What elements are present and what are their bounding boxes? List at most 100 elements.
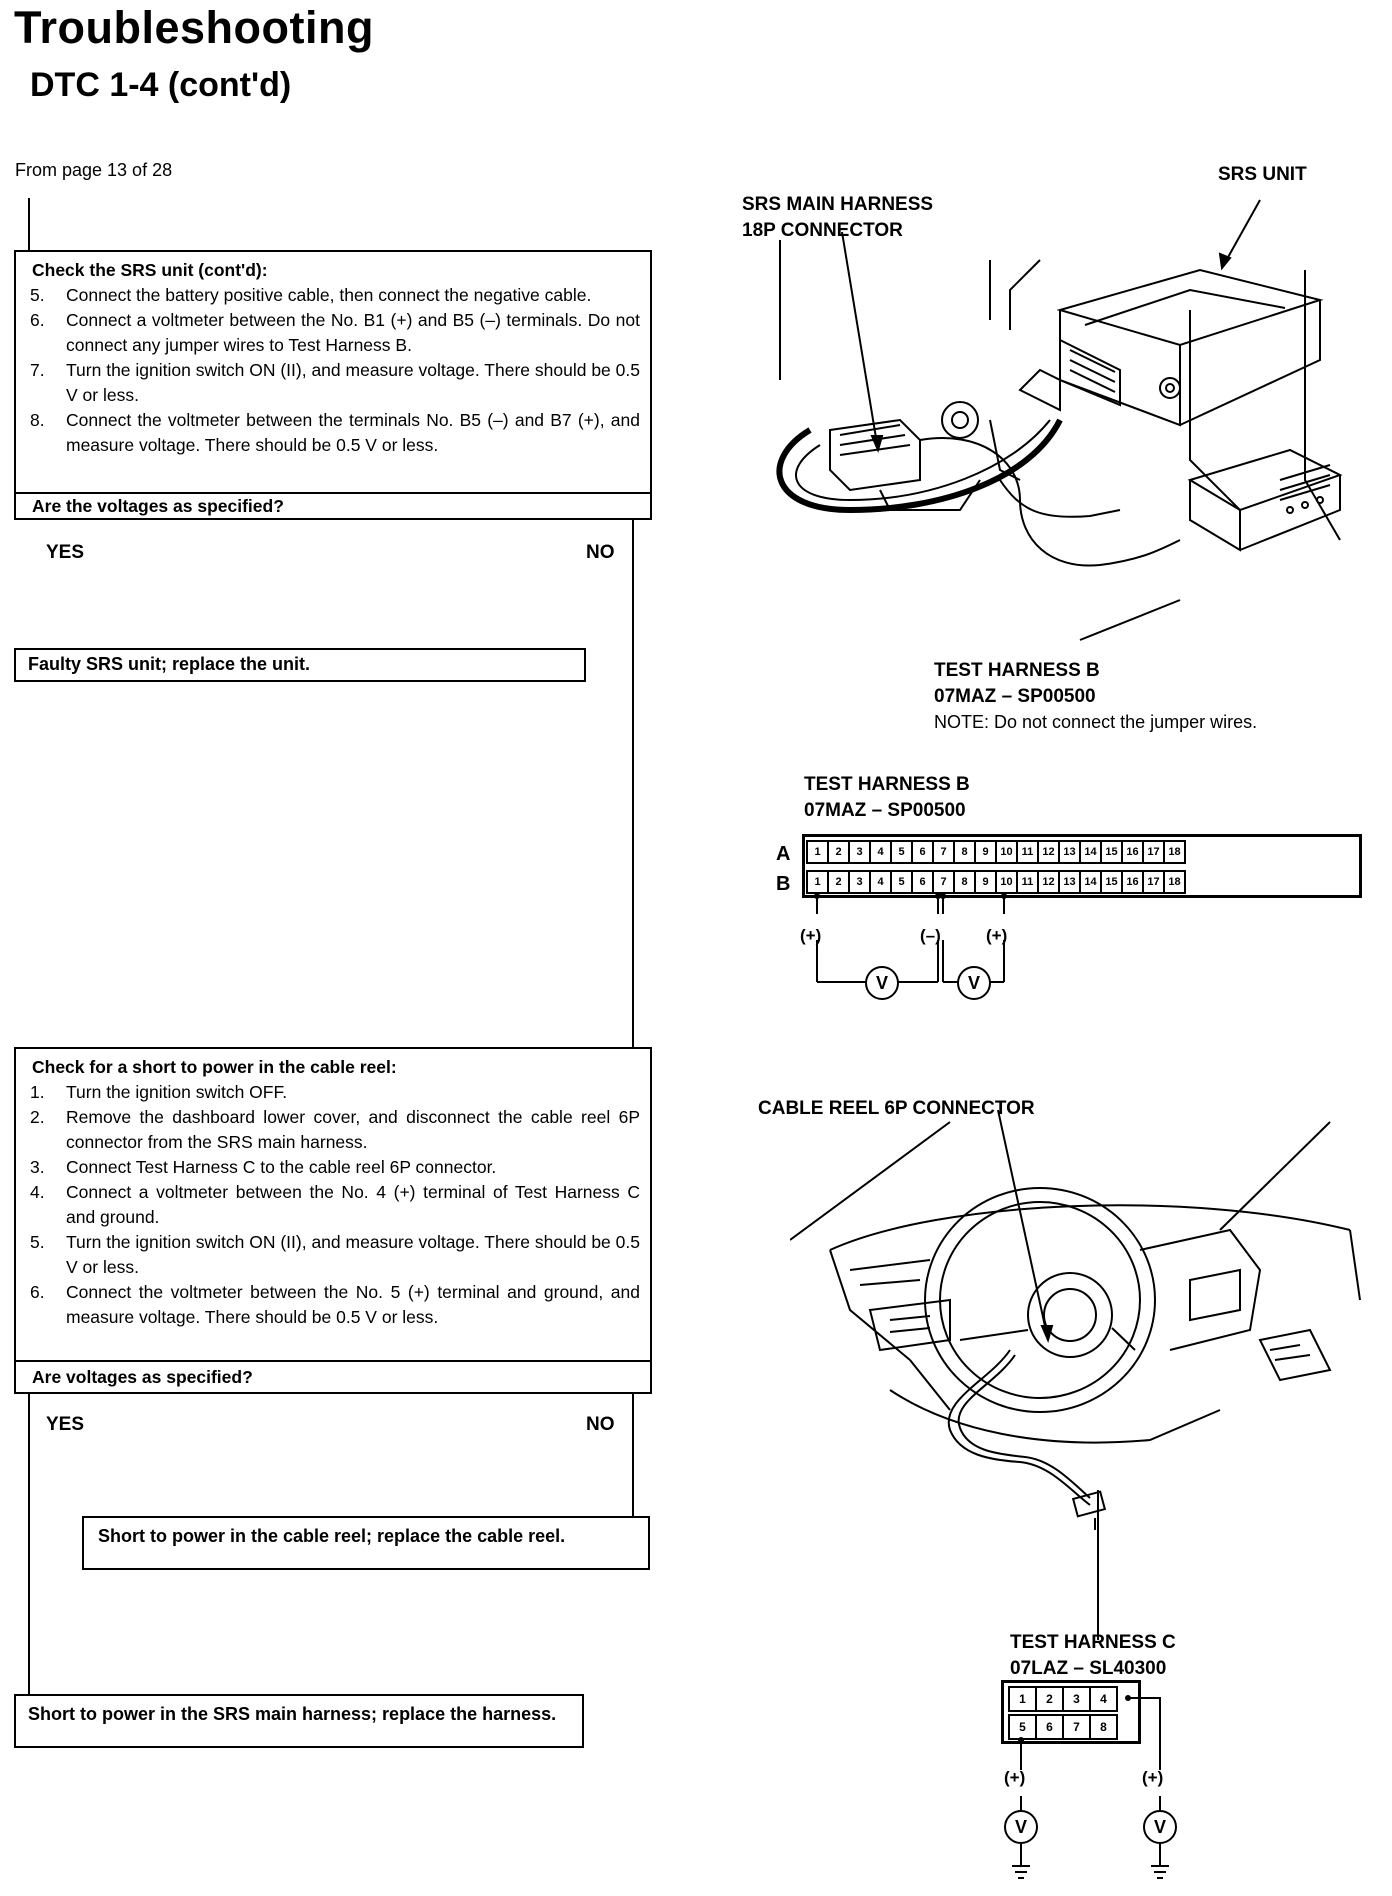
flow-line: [28, 198, 30, 250]
pin-c1: 1: [1008, 1686, 1037, 1712]
pin-a9: 9: [974, 840, 997, 864]
label-test-harness-c-part: 07LAZ – SL40300: [1010, 1658, 1167, 1679]
result-faulty-srs-unit: Faulty SRS unit; replace the unit.: [14, 648, 586, 682]
label-main-harness-line2: 18P CONNECTOR: [742, 220, 903, 241]
pin-c6: 6: [1035, 1714, 1064, 1740]
pin-b11: 11: [1016, 870, 1039, 894]
from-page-reference: From page 13 of 28: [15, 160, 173, 180]
voltmeter-icon: V: [957, 966, 991, 1000]
pin-b14: 14: [1079, 870, 1102, 894]
polarity-b7: (+): [986, 926, 1008, 945]
pin-a8: 8: [953, 840, 976, 864]
step-item: 1. Turn the ignition switch OFF.: [30, 1080, 640, 1105]
pin-a13: 13: [1058, 840, 1081, 864]
step-text: Turn the ignition switch ON (II), and me…: [66, 360, 640, 405]
no-label: NO: [586, 1414, 615, 1435]
step-heading: Check the SRS unit (cont'd):: [32, 260, 268, 280]
step-box-check-cable-reel: Check for a short to power in the cable …: [14, 1047, 652, 1394]
step-number: 3.: [30, 1157, 45, 1177]
label-test-harness-b-part: 07MAZ – SP00500: [934, 686, 1096, 707]
polarity-b5: (–): [920, 926, 941, 945]
pin-a3: 3: [848, 840, 871, 864]
step-number: 5.: [30, 285, 45, 305]
label-main-harness-line1: SRS MAIN HARNESS: [742, 194, 934, 215]
step-item: 5.Connect the battery positive cable, th…: [30, 283, 640, 308]
step-number: 7.: [30, 360, 45, 380]
pin-c7: 7: [1062, 1714, 1091, 1740]
pin-b9: 9: [974, 870, 997, 894]
step-number: 4.: [30, 1182, 45, 1202]
polarity-c5: (+): [1004, 1768, 1026, 1787]
pin-a4: 4: [869, 840, 892, 864]
pin-a14: 14: [1079, 840, 1102, 864]
pin-b3: 3: [848, 870, 871, 894]
step-item: 6. Connect the voltmeter between the No. …: [30, 1280, 640, 1330]
connector-c-row-1: 1 2 3 4: [1008, 1686, 1118, 1712]
pin-b6: 6: [911, 870, 934, 894]
pin-c4: 4: [1089, 1686, 1118, 1712]
pin-a1: 1: [806, 840, 829, 864]
page-title: Troubleshooting: [14, 2, 374, 53]
step-list: 1. Turn the ignition switch OFF. 2. Remove…: [16, 1080, 650, 1330]
step-question-box: Are voltages as specified?: [14, 1360, 652, 1394]
step-item: 3. Connect Test Harness C to the cable re…: [30, 1155, 640, 1180]
connector-b-part: 07MAZ – SP00500: [804, 800, 966, 821]
result-srs-main-harness: Short to power in the SRS main harness; …: [14, 1694, 584, 1748]
step-question: Are voltages as specified?: [32, 1367, 253, 1387]
label-test-harness-c: TEST HARNESS C: [1010, 1632, 1176, 1653]
pin-a16: 16: [1121, 840, 1144, 864]
connector-c-probe-wiring: [1012, 1695, 1169, 1879]
step-text: Connect a voltmeter between the No. 4 (+…: [66, 1182, 640, 1227]
pin-a6: 6: [911, 840, 934, 864]
pin-b10: 10: [995, 870, 1018, 894]
pin-c2: 2: [1035, 1686, 1064, 1712]
srs-unit-illustration: [776, 199, 1343, 641]
pin-b17: 17: [1142, 870, 1165, 894]
step-heading: Check for a short to power in the cable …: [32, 1057, 397, 1077]
pin-b13: 13: [1058, 870, 1081, 894]
step-number: 6.: [30, 310, 45, 330]
pin-a7: 7: [932, 840, 955, 864]
pin-a11: 11: [1016, 840, 1039, 864]
step-text: Remove the dashboard lower cover, and di…: [66, 1107, 640, 1152]
step-number: 5.: [30, 1232, 45, 1252]
connector-b-row-a: 1 2 3 4 5 6 7 8 9 10 11 12 13 14 15 16 1…: [806, 840, 1186, 864]
pin-a18: 18: [1163, 840, 1186, 864]
pin-b16: 16: [1121, 870, 1144, 894]
row-b-label: B: [776, 873, 791, 895]
step-item: 5. Turn the ignition switch ON (II), and …: [30, 1230, 640, 1280]
step-question-box: Are the voltages as specified?: [14, 492, 652, 520]
step-text: Turn the ignition switch ON (II), and me…: [66, 1232, 640, 1277]
polarity-b1: (+): [800, 926, 822, 945]
label-test-harness-b: TEST HARNESS B: [934, 660, 1100, 681]
connector-b-title: TEST HARNESS B: [804, 774, 970, 795]
dashboard-illustration: [790, 1110, 1361, 1530]
connector-b-frame: [802, 834, 1362, 898]
pin-a17: 17: [1142, 840, 1165, 864]
step-number: 2.: [30, 1107, 45, 1127]
flow-line: [632, 520, 634, 1047]
polarity-c4: (+): [1142, 1768, 1164, 1787]
pin-c3: 3: [1062, 1686, 1091, 1712]
step-number: 1.: [30, 1082, 45, 1102]
step-question: Are the voltages as specified?: [32, 496, 284, 516]
flow-line: [632, 1394, 634, 1516]
step-item: 6.Connect a voltmeter between the No. B1…: [30, 308, 640, 358]
label-cable-reel-connector: CABLE REEL 6P CONNECTOR: [758, 1098, 1035, 1119]
step-text: Turn the ignition switch OFF.: [66, 1082, 288, 1102]
connector-b-probe-wiring: [814, 892, 1007, 983]
step-item: 8.Connect the voltmeter between the term…: [30, 408, 640, 458]
pin-b4: 4: [869, 870, 892, 894]
step-number: 8.: [30, 410, 45, 430]
step-text: Connect the voltmeter between the No. 5 …: [66, 1282, 640, 1327]
pin-b12: 12: [1037, 870, 1060, 894]
result-cable-reel: Short to power in the cable reel; replac…: [82, 1516, 650, 1570]
label-srs-unit: SRS UNIT: [1218, 164, 1307, 185]
step-text: Connect Test Harness C to the cable reel…: [66, 1157, 497, 1177]
step-number: 6.: [30, 1282, 45, 1302]
step-item: 2. Remove the dashboard lower cover, and …: [30, 1105, 640, 1155]
note-jumper-wires: NOTE: Do not connect the jumper wires.: [934, 712, 1258, 732]
step-list: 5.Connect the battery positive cable, th…: [16, 283, 650, 458]
row-a-label: A: [776, 843, 791, 865]
yes-label: YES: [46, 1414, 85, 1435]
